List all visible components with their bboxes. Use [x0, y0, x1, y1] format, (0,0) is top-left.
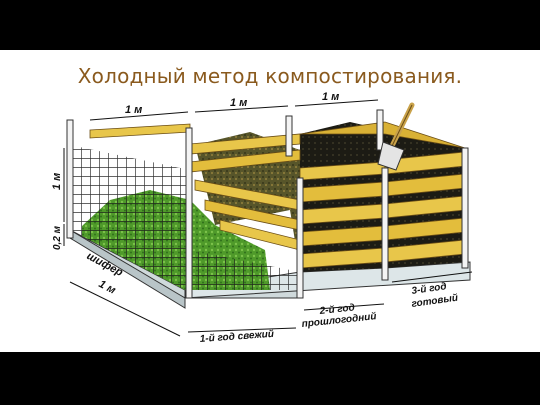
- wooden-walls: [89, 121, 466, 269]
- dim-top-1: 1 м: [125, 104, 142, 116]
- shovel-icon: [377, 102, 415, 171]
- slide-title: Холодный метод компостирования.: [77, 64, 463, 88]
- top-dimension-lines: [89, 99, 379, 121]
- slide: Холодный метод компостирования.: [0, 50, 540, 352]
- stage-year3-line1: 3-й год: [411, 281, 447, 297]
- stage-year2-line1: 2-й год: [318, 302, 355, 317]
- dim-depth: 1 м: [97, 278, 118, 297]
- dim-top-2: 1 м: [230, 97, 247, 109]
- dim-base-height: 0,2 м: [52, 225, 63, 250]
- wire-mesh: [70, 145, 300, 290]
- dim-height: 1 м: [51, 173, 63, 190]
- posts: [66, 109, 469, 299]
- depth-dimension-line: [69, 281, 181, 337]
- dim-top-3: 1 м: [322, 91, 339, 103]
- stage-dimension-lines: [187, 271, 473, 333]
- compost-diagram: 1 м 1 м 1 м 1 м 0,2 м шифер 1 м 1-й год …: [51, 91, 473, 345]
- stage-year1: 1-й год свежий: [199, 329, 274, 345]
